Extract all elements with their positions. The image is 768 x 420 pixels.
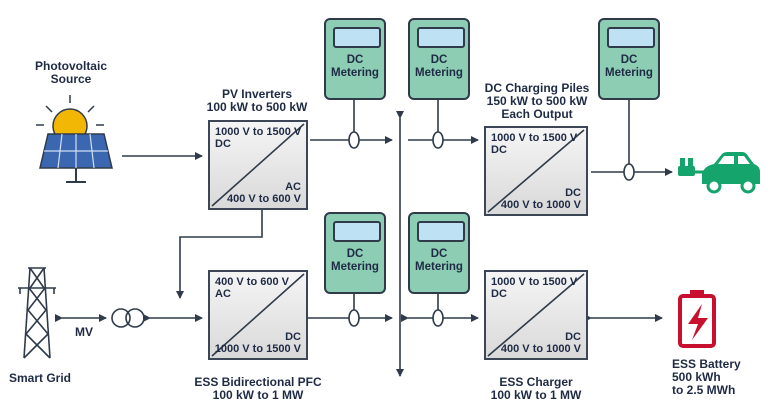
ess-pfc-label: ESS Bidirectional PFC 100 kW to 1 MW: [194, 375, 322, 402]
smart-grid-label: Smart Grid: [8, 371, 71, 385]
pv-inverter-input: 1000 V to 1500 V DC: [215, 126, 302, 150]
meter-screen: [417, 27, 465, 48]
current-sensor-1: [348, 131, 360, 149]
meter-screen: [333, 27, 381, 48]
dc-charging-block: 1000 V to 1500 V DC DC 400 V to 1000 V: [484, 126, 588, 216]
ess-charger-input: 1000 V to 1500 V DC: [491, 276, 578, 300]
ess-charger-label: ESS Charger 100 kW to 1 MW: [490, 375, 582, 402]
ess-pfc-input: 400 V to 600 V AC: [215, 276, 289, 300]
meter-screen: [333, 221, 381, 242]
transmission-tower-icon: [18, 267, 56, 359]
dc-charging-input: 1000 V to 1500 V DC: [491, 132, 578, 156]
current-sensor-3: [623, 163, 635, 181]
dc-charging-output: DC 400 V to 1000 V: [500, 187, 581, 211]
meter-screen: [607, 27, 655, 48]
battery-icon: [678, 290, 716, 348]
inverter-to-pfc-arrow: [176, 209, 263, 299]
mv-label: MV: [75, 325, 93, 339]
current-sensor-5: [432, 309, 444, 327]
meter-screen: [417, 221, 465, 242]
photovoltaic-label: Photovoltaic Source: [34, 59, 107, 86]
current-sensor-2: [432, 131, 444, 149]
ev-car-icon: [678, 152, 760, 194]
ess-charger-output: DC 400 V to 1000 V: [500, 331, 581, 355]
pv-inverter-output: AC 400 V to 600 V: [227, 181, 301, 205]
ess-charger-block: 1000 V to 1500 V DC DC 400 V to 1000 V: [484, 270, 588, 360]
transformer-icon: [111, 308, 145, 328]
solar-panel-icon: [39, 133, 113, 183]
pv-inverter-label: PV Inverters 100 kW to 500 kW: [206, 87, 308, 114]
ess-battery-label: ESS Battery 500 kWh to 2.5 MWh: [672, 357, 741, 397]
current-sensor-4: [348, 309, 360, 327]
dc-charging-label: DC Charging Piles 150 kW to 500 kW Each …: [484, 81, 590, 121]
ess-pfc-output: DC 1000 V to 1500 V: [214, 331, 301, 355]
ess-pfc-block: 400 V to 600 V AC DC 1000 V to 1500 V: [208, 270, 308, 360]
pv-inverter-block: 1000 V to 1500 V DC AC 400 V to 600 V: [208, 120, 308, 210]
